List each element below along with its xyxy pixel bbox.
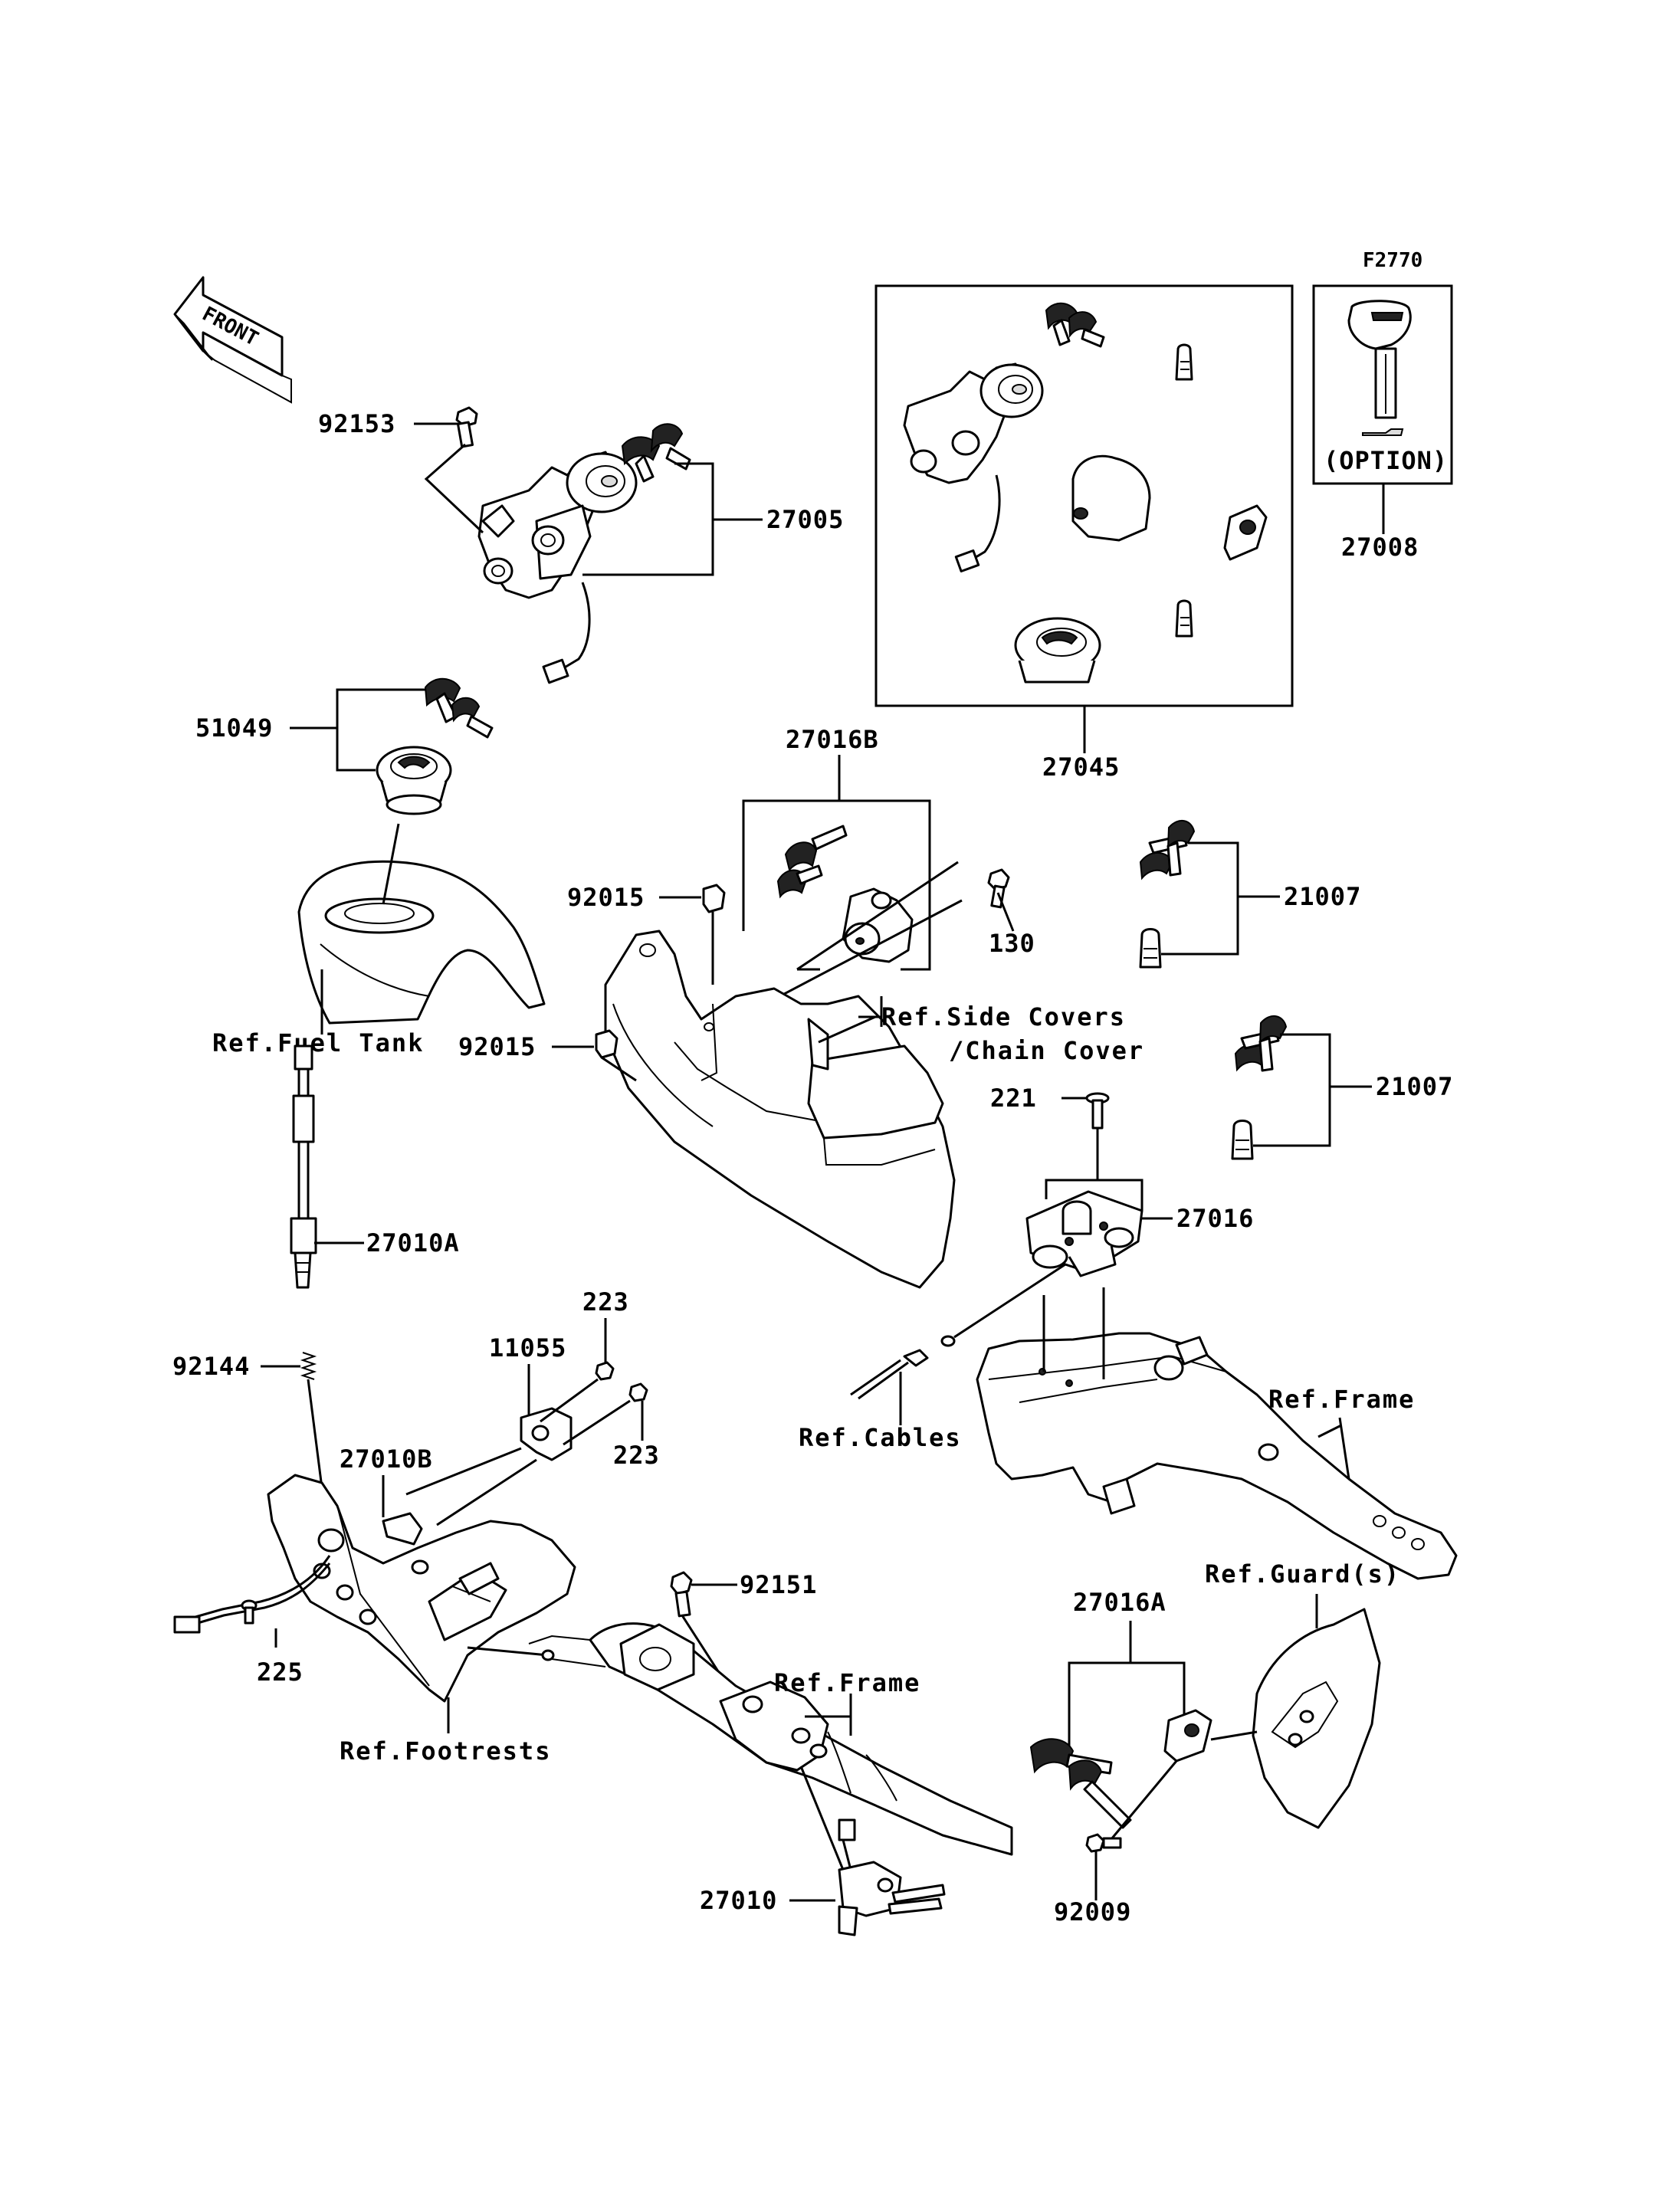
footrest-bracket-shape bbox=[267, 1474, 576, 1703]
ref-footrests: Ref.Footrests bbox=[340, 1736, 551, 1766]
key-set-21007-bottom bbox=[1231, 1015, 1288, 1160]
clip-92015-bottom-icon bbox=[595, 1029, 619, 1059]
label-92153: 92153 bbox=[318, 409, 395, 438]
front-arrow-icon: FRONT bbox=[173, 276, 292, 404]
label-92151: 92151 bbox=[740, 1570, 817, 1599]
wire-harness-27010B-icon bbox=[173, 1555, 331, 1634]
label-27010: 27010 bbox=[700, 1886, 777, 1915]
bolt-223-top-icon bbox=[595, 1361, 615, 1381]
bolt-130-icon bbox=[987, 868, 1010, 909]
bolt-92151-icon bbox=[670, 1571, 693, 1618]
label-27010B: 27010B bbox=[340, 1444, 433, 1474]
label-27010A: 27010A bbox=[366, 1228, 460, 1258]
label-130: 130 bbox=[989, 929, 1035, 958]
label-27016B: 27016B bbox=[786, 725, 879, 754]
lock-bracket-27016 bbox=[1025, 1190, 1144, 1277]
rear-frame-shape bbox=[976, 1332, 1458, 1580]
screw-92009-icon bbox=[1085, 1833, 1122, 1853]
label-11055: 11055 bbox=[489, 1333, 566, 1362]
switch-27010-icon bbox=[838, 1818, 946, 1936]
bolt-92153-icon bbox=[455, 406, 478, 448]
label-223-top: 223 bbox=[582, 1287, 629, 1317]
ref-cables: Ref.Cables bbox=[799, 1423, 962, 1452]
label-92015-top: 92015 bbox=[567, 883, 645, 912]
ref-guards: Ref.Guard(s) bbox=[1205, 1559, 1400, 1589]
switch-27010A-icon bbox=[290, 1044, 317, 1289]
fuel-cap-icon bbox=[376, 746, 452, 815]
label-27016: 27016 bbox=[1176, 1204, 1254, 1233]
label-92144: 92144 bbox=[172, 1352, 250, 1381]
helmet-lock-keys-27016A bbox=[1029, 1738, 1132, 1829]
bracket-11055-icon bbox=[520, 1407, 573, 1461]
label-21007-bottom: 21007 bbox=[1376, 1072, 1453, 1101]
label-27045: 27045 bbox=[1042, 753, 1120, 782]
ref-frame-center: Ref.Frame bbox=[774, 1668, 920, 1697]
fuel-tank-shape bbox=[297, 860, 546, 1025]
side-cover-shape bbox=[604, 930, 956, 1289]
ref-side-covers: Ref.Side Covers bbox=[881, 1002, 1126, 1031]
screw-221-icon bbox=[1085, 1092, 1110, 1130]
spring-92144-icon bbox=[300, 1352, 317, 1380]
option-label: (OPTION) bbox=[1324, 446, 1448, 475]
seat-lock-keys-27016B bbox=[776, 825, 848, 899]
label-21007-top: 21007 bbox=[1284, 882, 1361, 911]
figure-code: F2770 bbox=[1363, 249, 1422, 272]
set-27045-parts bbox=[903, 302, 1268, 684]
fuel-cap-keys bbox=[424, 677, 494, 739]
label-51049: 51049 bbox=[195, 713, 273, 743]
ignition-switch-assembly bbox=[477, 451, 638, 684]
label-27016A: 27016A bbox=[1073, 1588, 1166, 1617]
center-frame-shape bbox=[528, 1622, 1013, 1856]
cable-icon bbox=[850, 1335, 956, 1400]
ref-chain-cover: /Chain Cover bbox=[949, 1036, 1144, 1065]
label-92015-bottom: 92015 bbox=[458, 1032, 536, 1061]
guard-shape bbox=[1252, 1608, 1381, 1829]
label-27005: 27005 bbox=[766, 505, 844, 534]
seat-lock-cylinder bbox=[842, 887, 914, 963]
label-27008: 27008 bbox=[1341, 533, 1419, 562]
screw-225-icon bbox=[241, 1599, 258, 1625]
helmet-lock-27016A bbox=[1163, 1709, 1212, 1763]
label-223-bottom: 223 bbox=[613, 1441, 660, 1470]
label-92009: 92009 bbox=[1054, 1897, 1131, 1926]
bolt-223-bottom-icon bbox=[628, 1382, 648, 1402]
clip-92015-top-icon bbox=[702, 884, 726, 913]
ref-frame-right: Ref.Frame bbox=[1268, 1385, 1415, 1414]
option-key-icon bbox=[1347, 300, 1412, 436]
key-set-21007-top bbox=[1139, 820, 1196, 969]
label-221: 221 bbox=[990, 1084, 1037, 1113]
label-225: 225 bbox=[257, 1658, 304, 1687]
ref-fuel-tank: Ref.Fuel Tank bbox=[212, 1028, 424, 1058]
